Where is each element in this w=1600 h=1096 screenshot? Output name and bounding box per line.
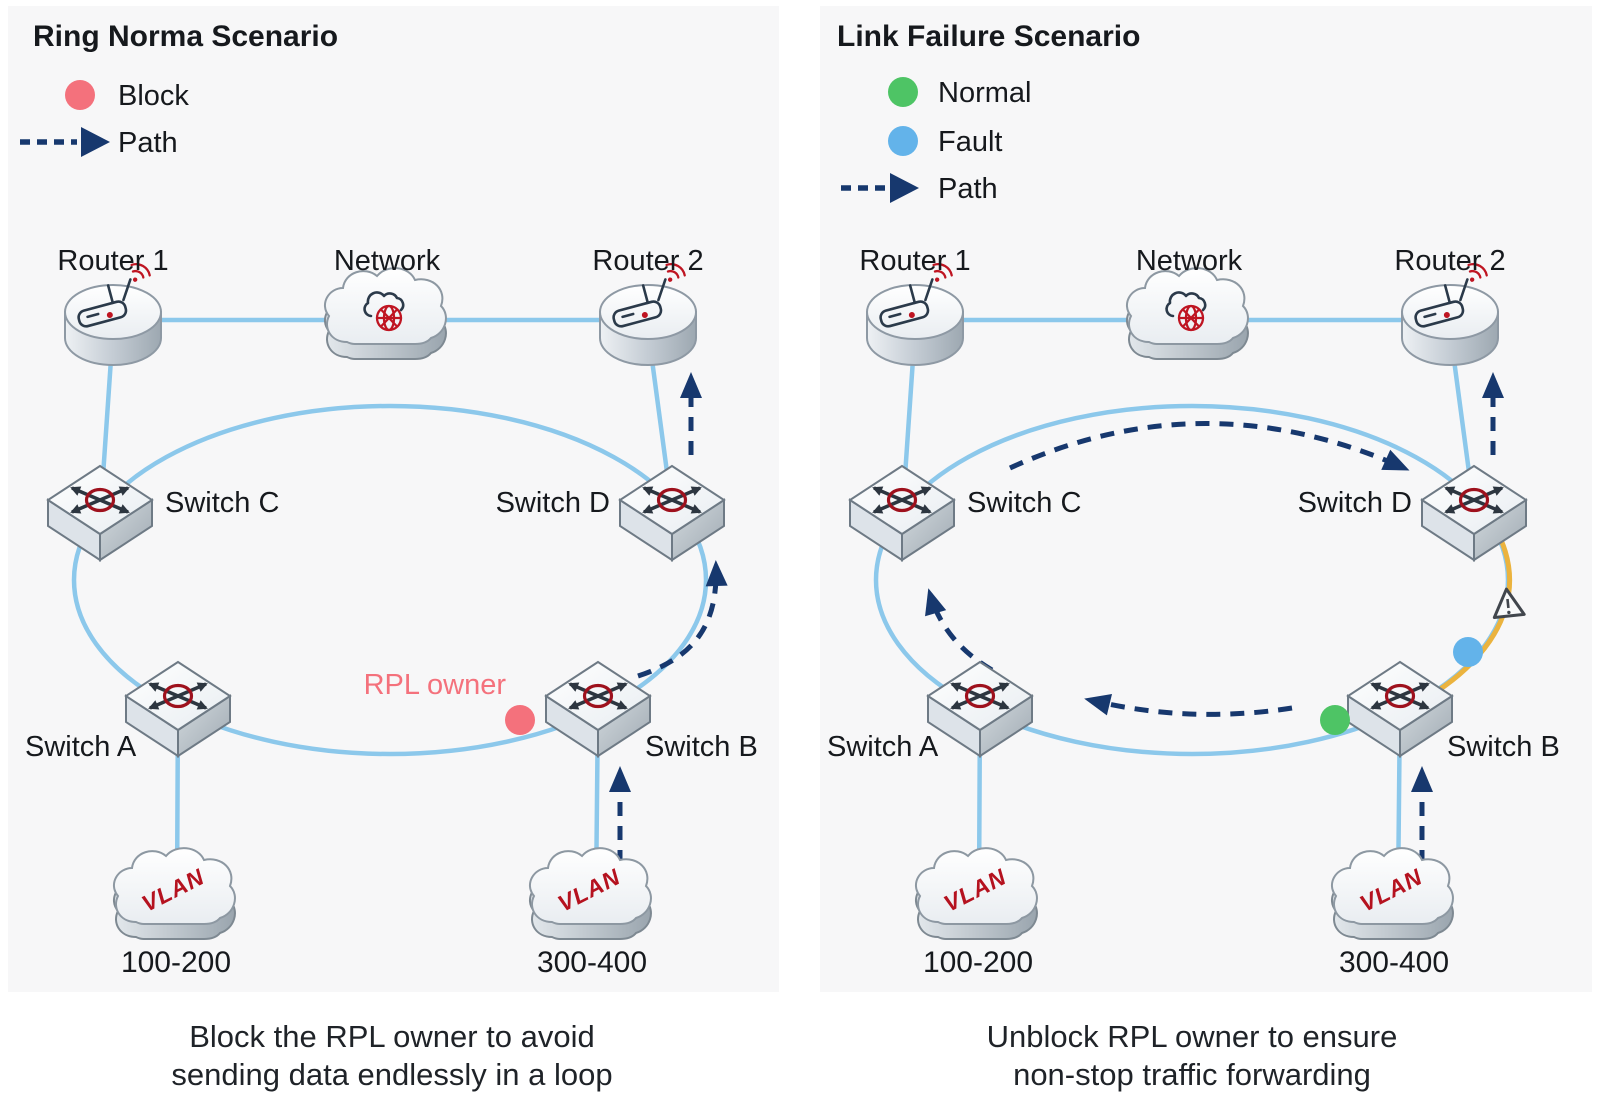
legend-block-dot-icon <box>65 80 95 110</box>
legend-fault-dot-icon <box>888 126 918 156</box>
panel-title: Link Failure Scenario <box>837 20 1140 53</box>
normal-status-dot <box>1320 705 1350 735</box>
switch-b-label: Switch B <box>645 731 758 763</box>
legend-normal-dot-icon <box>888 77 918 107</box>
rpl-owner-block-dot <box>505 705 535 735</box>
vlan-left-range: 100-200 <box>121 946 231 979</box>
panel-ring-normal: Ring Norma Scenario Block Path Router <box>8 6 779 1092</box>
router1-label: Router 1 <box>859 245 970 277</box>
legend-fault-label: Fault <box>938 126 1002 158</box>
switch-b-label: Switch B <box>1447 731 1560 763</box>
vlan-left-range: 100-200 <box>923 946 1033 979</box>
rpl-owner-annotation: RPL owner <box>364 669 507 701</box>
caption-line-1: Block the RPL owner to avoid <box>189 1019 595 1054</box>
caption-line-1: Unblock RPL owner to ensure <box>987 1019 1398 1054</box>
caption-line-2: non-stop traffic forwarding <box>1013 1057 1371 1092</box>
network-label: Network <box>334 245 441 277</box>
switch-a-label: Switch A <box>827 731 939 763</box>
network-label: Network <box>1136 245 1243 277</box>
path-switch-b-to-switch-d <box>637 560 728 679</box>
router2-label: Router 2 <box>1394 245 1505 277</box>
router2-label: Router 2 <box>592 245 703 277</box>
legend-normal-label: Normal <box>938 77 1031 109</box>
panel-title: Ring Norma Scenario <box>33 20 338 53</box>
router1-label: Router 1 <box>57 245 168 277</box>
switch-d-label: Switch D <box>1298 487 1412 519</box>
legend-path-label: Path <box>118 127 178 159</box>
fault-status-dot <box>1453 637 1483 667</box>
legend-path-arrow-icon <box>81 127 110 157</box>
path-switch-b-to-switch-a <box>1084 693 1293 717</box>
switch-a-label: Switch A <box>25 731 137 763</box>
legend-block-label: Block <box>118 80 189 112</box>
switch-c-label: Switch C <box>967 487 1081 519</box>
vlan-right-range: 300-400 <box>537 946 647 979</box>
panel-link-failure: Link Failure Scenario Normal Fault Path <box>820 6 1592 1092</box>
path-switch-c-to-switch-d <box>1008 421 1410 471</box>
legend-path-label: Path <box>938 173 998 205</box>
legend-path-arrow-icon <box>890 173 919 203</box>
switch-d-label: Switch D <box>496 487 610 519</box>
switch-c-label: Switch C <box>165 487 279 519</box>
caption-line-2: sending data endlessly in a loop <box>171 1057 612 1092</box>
vlan-right-range: 300-400 <box>1339 946 1449 979</box>
